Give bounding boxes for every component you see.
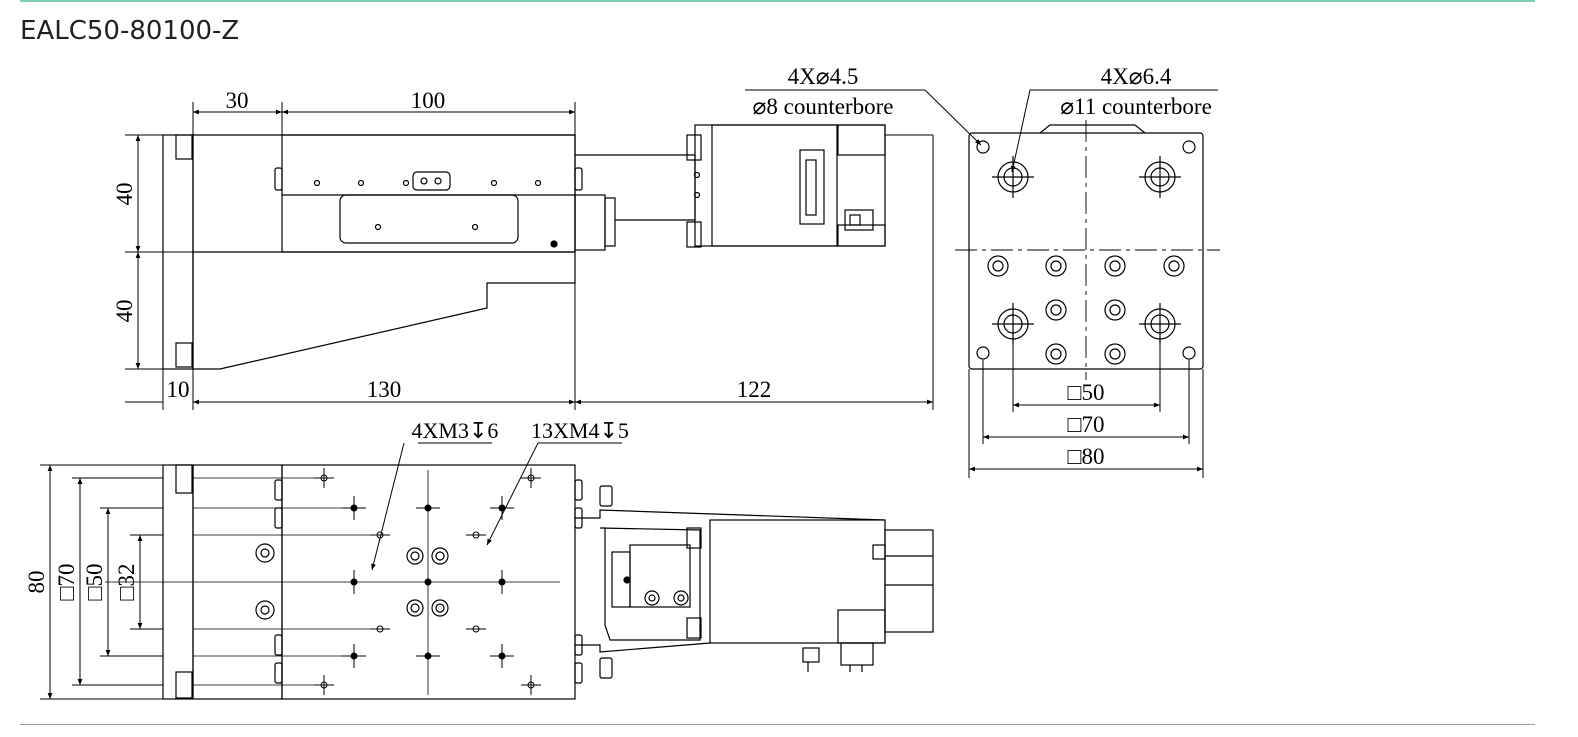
dim-sq70: □70: [1068, 412, 1105, 437]
dim-sq50: □50: [1068, 380, 1105, 405]
side-carriage: [281, 134, 576, 253]
callout-large-line2: ⌀11 counterbore: [1060, 94, 1212, 119]
dim-top-sq32: □32: [114, 564, 139, 601]
footer-rule: [20, 724, 1535, 725]
callout-small-line2: ⌀8 counterbore: [753, 94, 894, 119]
top-view: [105, 464, 934, 700]
callout-small-line1: 4X⌀4.5: [788, 64, 859, 89]
dim-base-length: 130: [367, 377, 402, 402]
dim-height-bottom: 40: [112, 300, 137, 323]
motor-connector: [799, 149, 825, 225]
header-rule: [20, 0, 1535, 2]
callout-m3-threads: 4XM3↧6: [412, 418, 499, 443]
callout-large-line1: 4X⌀6.4: [1101, 64, 1172, 89]
dim-height-top: 40: [112, 183, 137, 206]
dim-left-margin: 30: [226, 88, 249, 113]
top-motor: [709, 519, 886, 644]
dim-top-height: 80: [24, 571, 49, 594]
dim-base-offset: 10: [167, 377, 190, 402]
side-motor: [694, 124, 886, 247]
callout-m4-threads: 13XM4↧5: [531, 418, 629, 443]
end-view: [955, 120, 1220, 380]
dim-stage-length: 100: [411, 88, 446, 113]
dim-sq80: □80: [1068, 444, 1105, 469]
dim-top-sq70: □70: [54, 564, 79, 601]
drawing-title: EALC50-80100-Z: [20, 16, 240, 46]
side-view: [162, 124, 886, 370]
dim-top-sq50: □50: [82, 564, 107, 601]
dim-motor-length: 122: [737, 377, 772, 402]
